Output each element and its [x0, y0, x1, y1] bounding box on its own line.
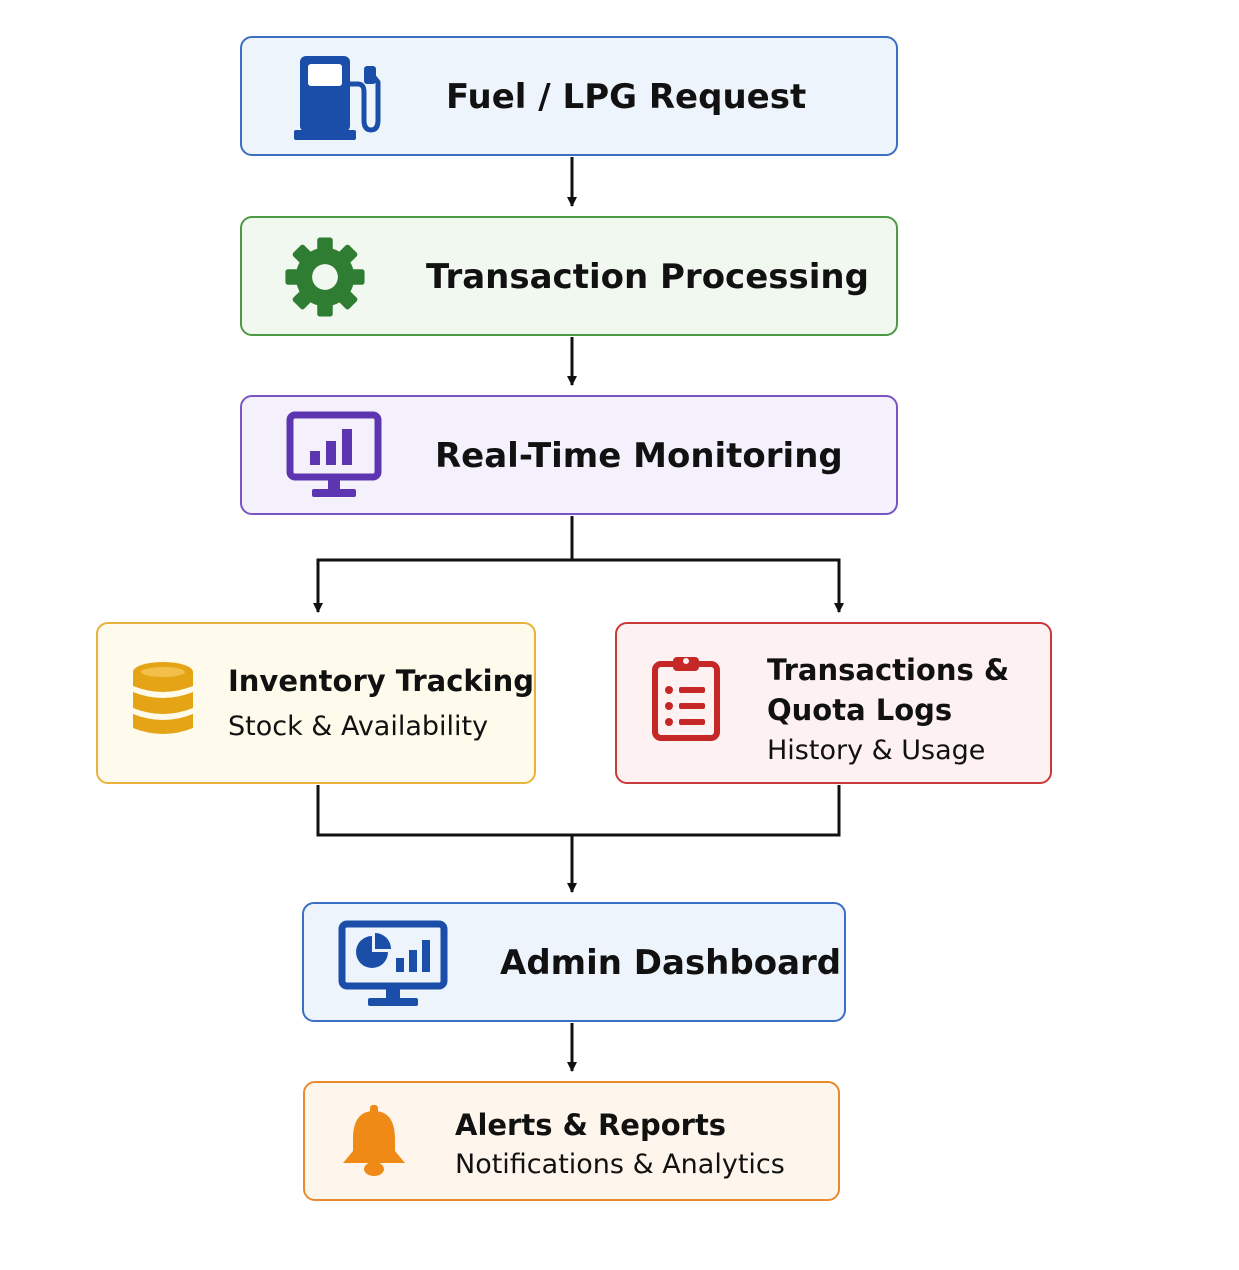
- node-inventory-tracking: Inventory Tracking Stock & Availability: [96, 622, 536, 784]
- monitor-chart-icon: [286, 411, 382, 497]
- node-title: Real-Time Monitoring: [435, 436, 843, 476]
- dashboard-monitor-icon: [338, 920, 448, 1006]
- node-title: Transaction Processing: [426, 257, 869, 297]
- node-fuel-request: Fuel / LPG Request: [240, 36, 898, 156]
- clipboard-list-icon: [652, 657, 720, 741]
- database-icon: [133, 662, 193, 734]
- node-title: Admin Dashboard: [500, 943, 842, 983]
- gear-icon: [285, 237, 365, 317]
- arrow-monitoring-to-logs: [572, 558, 844, 613]
- arrow-monitoring-to-inventory: [313, 558, 572, 613]
- fuel-pump-icon: [294, 56, 381, 140]
- node-title: Inventory Tracking: [228, 664, 535, 698]
- node-subtitle: Stock & Availability: [228, 711, 489, 742]
- node-transaction-logs: Transactions & Quota Logs History & Usag…: [615, 622, 1052, 784]
- connector-logs-to-merge: [572, 785, 841, 837]
- node-transaction-processing: Transaction Processing: [240, 216, 898, 336]
- node-title: Alerts & Reports: [455, 1108, 727, 1142]
- node-title-line-2: Quota Logs: [767, 693, 953, 727]
- bell-icon: [343, 1105, 405, 1176]
- node-alerts-reports: Alerts & Reports Notifications & Analyti…: [303, 1081, 840, 1201]
- node-subtitle: Notifications & Analytics: [455, 1149, 785, 1180]
- node-subtitle: History & Usage: [767, 735, 986, 766]
- node-title: Fuel / LPG Request: [446, 77, 807, 117]
- node-title-line-1: Transactions &: [767, 653, 1010, 687]
- node-admin-dashboard: Admin Dashboard: [302, 902, 846, 1022]
- node-real-time-monitoring: Real-Time Monitoring: [240, 395, 898, 515]
- connector-inventory-to-merge: [316, 785, 572, 837]
